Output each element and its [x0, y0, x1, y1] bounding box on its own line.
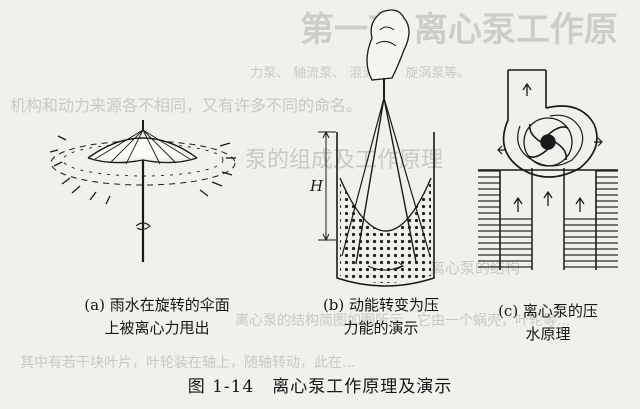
caption-panel-a: (a) 雨水在旋转的伞面 上被离心力甩出	[52, 294, 262, 340]
figure-title: 图 1-14 离心泵工作原理及演示	[187, 377, 453, 397]
umbrella-illustration	[49, 120, 236, 262]
pump-illustration	[478, 69, 618, 270]
caption-b-line-1: (b) 动能转变为压	[322, 296, 440, 314]
bleed-line-3: 泵的组成及工作原理	[245, 148, 444, 173]
caption-b-line-2: 力能的演示	[343, 319, 419, 337]
height-label: H	[309, 177, 324, 195]
caption-c-line-1: (c) 离心泵的压	[498, 302, 598, 320]
caption-c-line-2: 水原理	[525, 325, 571, 343]
bucket-illustration	[318, 9, 435, 287]
bleed-line-2: 机构和动力来源各不相同，又有许多不同的命名。	[10, 96, 363, 115]
caption-a-line-1: (a) 雨水在旋转的伞面	[84, 296, 230, 314]
caption-panel-b: (b) 动能转变为压 力能的演示	[296, 294, 466, 340]
bleed-line-1: 力泵、 轴流泵、 混流泵、 旋涡泵等。	[250, 66, 471, 81]
bleed-line-5: 离心泵的结构简图如图所示，它由一个蜗壳，叶轮等...	[235, 313, 571, 329]
caption-panel-c: (c) 离心泵的压 水原理	[478, 300, 618, 346]
caption-a-line-2: 上被离心力甩出	[104, 319, 210, 337]
bleed-line-6: 其中有若干块叶片，叶轮装在轴上，随轴转动，此在...	[20, 355, 356, 371]
bleed-heading: 第一节 离心泵工作原	[300, 10, 618, 50]
